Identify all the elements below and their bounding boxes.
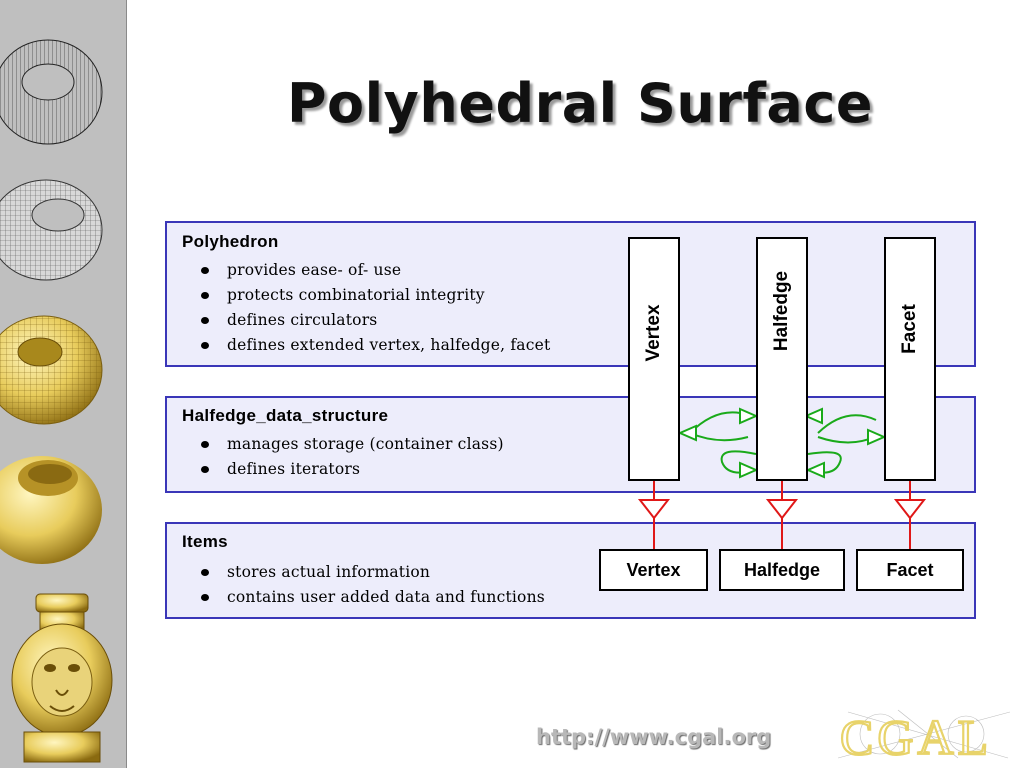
bullet-text: contains user added data and functions [227,588,545,606]
hds-panel-title: Halfedge_data_structure [182,406,389,425]
arrowhead-icon [739,407,759,425]
bullet-dot-icon [201,466,209,473]
items-panel-title: Items [182,532,228,551]
arrowhead-icon [677,424,697,442]
bullet-item: protects combinatorial integrity [201,283,550,308]
arrowhead-icon [739,461,759,479]
bullet-dot-icon [201,441,209,448]
facet-column-label: Facet [899,304,920,354]
facet-column: Facet [884,237,936,481]
bullet-text: provides ease- of- use [227,261,402,279]
shaded-torus-image [0,456,102,564]
inheritance-arrow-facet [893,481,927,549]
cgal-logo: CGAL [838,708,1010,760]
halfedge-item-box: Halfedge [719,549,845,591]
halfedge-vertex-loop [689,432,749,442]
halfedge-column: Halfedge [756,237,808,481]
items-bullet-list: stores actual information contains user … [201,560,545,610]
bullet-item: stores actual information [201,560,545,585]
bullet-dot-icon [201,317,209,324]
logo-text: CGAL [840,709,992,760]
bullet-text: defines extended vertex, halfedge, facet [227,336,551,354]
slide-title: Polyhedral Surface [286,72,874,135]
facet-item-box: Facet [856,549,964,591]
bullet-text: defines iterators [227,460,361,478]
polyhedron-panel-title: Polyhedron [182,232,279,251]
vertex-column-label: Vertex [643,304,664,362]
halfedge-column-label: Halfedge [771,270,792,352]
arrowhead-icon [803,407,823,425]
polyhedron-bullet-list: provides ease- of- use protects combinat… [201,258,550,358]
mesh-torus-image [0,179,103,281]
halfedge-facet-loop [817,414,877,434]
bullet-item: manages storage (container class) [201,432,504,457]
bullet-item: defines circulators [201,308,550,333]
logo-mesh-pattern [838,709,1010,759]
polyhedron-panel: Polyhedron provides ease- of- use protec… [165,221,976,367]
arrowhead-icon [805,461,825,479]
vertex-item-box: Vertex [599,549,708,591]
bullet-item: defines iterators [201,457,504,482]
lion-head-sculpture-image [11,593,113,763]
reference-arrows [677,407,887,479]
bullet-dot-icon [201,292,209,299]
bullet-item: contains user added data and functions [201,585,545,610]
facet-halfedge-loop [817,436,875,444]
bullet-dot-icon [201,569,209,576]
bullet-dot-icon [201,594,209,601]
arrowhead-icon [867,428,887,446]
vertex-column: Vertex [628,237,680,481]
wireframe-torus-image [0,39,103,145]
halfedge-data-structure-panel: Halfedge_data_structure manages storage … [165,396,976,493]
bullet-dot-icon [201,267,209,274]
sidebar-image-strip [0,0,127,768]
bullet-text: protects combinatorial integrity [227,286,485,304]
bullet-item: provides ease- of- use [201,258,550,283]
bullet-text: stores actual information [227,563,431,581]
inheritance-arrows [637,481,927,549]
hds-bullet-list: manages storage (container class) define… [201,432,504,482]
footer-url: http://www.cgal.org [536,725,772,749]
bullet-text: defines circulators [227,311,378,329]
shaded-mesh-torus-image [0,315,103,425]
inheritance-arrow-vertex [637,481,671,549]
bullet-text: manages storage (container class) [227,435,504,453]
inheritance-arrow-halfedge [765,481,799,549]
bullet-dot-icon [201,342,209,349]
bullet-item: defines extended vertex, halfedge, facet [201,333,550,358]
